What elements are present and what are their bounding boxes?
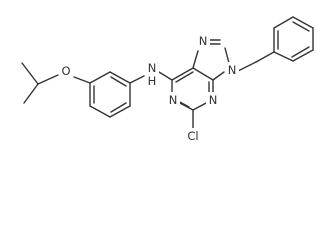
bond — [23, 83, 39, 104]
bond — [224, 47, 230, 64]
bond — [273, 16, 294, 29]
bond — [237, 61, 257, 72]
bond — [192, 67, 214, 81]
bond — [89, 71, 111, 84]
atom-labels: O N H N N N N Cl — [59, 33, 239, 143]
bond — [192, 50, 199, 69]
bond — [110, 102, 127, 113]
bond — [192, 101, 209, 111]
oxygen-label: O — [61, 64, 70, 78]
imidazole-nitrogen-9-label: N — [228, 63, 237, 77]
bond — [171, 67, 194, 81]
bond — [291, 46, 310, 58]
bond — [255, 51, 275, 63]
bond — [158, 71, 173, 81]
pyrimidine-nitrogen-1-label: N — [169, 93, 178, 107]
chlorine-label: Cl — [187, 129, 198, 143]
bond — [177, 101, 194, 111]
bond — [273, 51, 294, 62]
bond — [109, 105, 131, 118]
bond — [73, 76, 91, 84]
bond — [21, 62, 39, 85]
bond — [212, 71, 225, 81]
amine-hydrogen-label: H — [148, 74, 157, 88]
pyrimidine-nitrogen-3-label: N — [209, 93, 218, 107]
bond — [175, 71, 194, 83]
bond — [292, 16, 314, 29]
bond — [292, 21, 310, 32]
bond — [109, 71, 131, 84]
amine-nitrogen-label: N — [148, 61, 157, 75]
bond — [110, 76, 127, 87]
molecule-structure: O N H N N N N Cl — [21, 16, 314, 143]
bond — [37, 74, 59, 85]
bond — [292, 49, 314, 62]
bond — [89, 105, 111, 118]
imidazole-nitrogen-7-label: N — [199, 34, 208, 48]
bond — [129, 75, 145, 84]
